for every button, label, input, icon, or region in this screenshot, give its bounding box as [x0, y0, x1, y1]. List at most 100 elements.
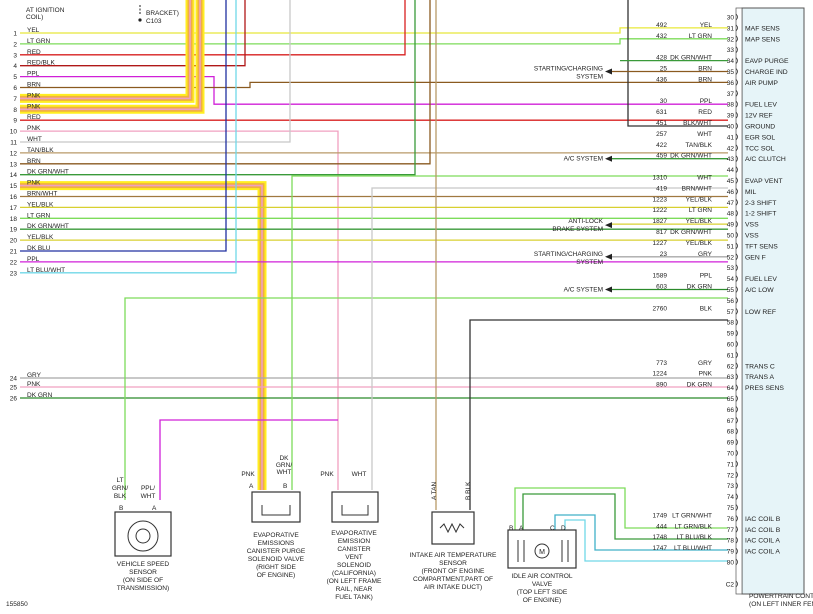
pcm-pin-terminal	[735, 264, 738, 271]
pcm-pin-function: VSS	[745, 222, 759, 229]
pcm-pin-function: IAC COIL A	[745, 549, 780, 556]
pcm-pin-number: 50	[727, 233, 735, 240]
pcm-pin-number: 40	[727, 124, 735, 131]
pcm-wire-color: RED	[698, 109, 712, 116]
left-pin-number: 22	[10, 259, 18, 266]
pcm-wire-color: YEL/BLK	[686, 240, 713, 247]
pcm-wire-color: LT GRN/BLK	[675, 523, 713, 530]
pcm-pin-terminal	[735, 395, 738, 402]
pcm-circuit-number: 23	[660, 251, 668, 258]
left-pin-number: 18	[10, 216, 18, 223]
pcm-pin-terminal	[735, 471, 738, 479]
pcm-pin-number: 32	[727, 36, 735, 43]
pcm-pin-function: 1-2 SHIFT	[745, 211, 776, 218]
pcm-title: (ON LEFT INNER FENDER)	[749, 601, 813, 608]
left-pin-number: 21	[10, 249, 18, 256]
pcm-pin-number: 79	[727, 549, 735, 556]
pcm-pin-number: 66	[727, 407, 735, 414]
vss-body	[114, 511, 172, 557]
pcm-wire-color: PNK	[699, 371, 713, 378]
pcm-pin-terminal	[735, 504, 738, 511]
pcm-pin-number: 47	[727, 200, 735, 207]
purge-caption: EVAPORATIVE	[253, 532, 299, 539]
pcm-wire-color: LT BLU/WHT	[674, 545, 712, 552]
vss-coil	[127, 520, 159, 552]
wire-pin-13	[20, 0, 431, 165]
vent-wire-wht-label: WHT	[352, 471, 367, 478]
pcm-wire-color: PPL	[700, 98, 713, 105]
pcm-pin-number: 52	[727, 254, 735, 261]
ignition-note: AT IGNITION	[26, 7, 65, 14]
pcm-pin-function: TRANS A	[745, 374, 775, 381]
pcm-pin-number: 39	[727, 113, 735, 120]
pcm-pin-terminal	[735, 482, 738, 489]
pcm-pin-function: PRES SENS	[745, 385, 784, 392]
wire-pin-1	[20, 27, 728, 34]
starting-charging-note-2: SYSTEM	[576, 259, 603, 266]
pcm-pin-number: 51	[727, 243, 735, 250]
pcm-circuit-number: 1310	[653, 175, 668, 182]
pcm-pin-terminal	[735, 253, 738, 261]
starting-charging-note-2: STARTING/CHARGING	[534, 251, 603, 258]
pcm-pin-terminal	[735, 220, 738, 228]
vent-caption: EMISSION	[338, 538, 370, 545]
vss-wire-b-label: GRN/	[112, 485, 128, 492]
purge-coil	[261, 505, 291, 516]
pcm-pin-function: EVAP VENT	[745, 178, 783, 185]
iat-thermistor	[439, 522, 465, 534]
arrow-head	[605, 222, 612, 229]
iac-pin-label: D	[561, 525, 566, 532]
wire-pin-6	[20, 81, 728, 89]
pcm-pin-number: 48	[727, 211, 735, 218]
vss-wire-b-label: LT	[116, 477, 123, 484]
pcm-pin-terminal	[735, 460, 738, 468]
vss-caption: (ON SIDE OF	[123, 577, 163, 584]
pcm-pin-terminal	[735, 133, 738, 141]
pcm-pin-terminal	[735, 199, 738, 206]
pcm-wire-color: YEL/BLK	[686, 218, 713, 225]
pcm-pin-terminal	[735, 177, 738, 184]
left-pin-number: 26	[10, 396, 18, 403]
iac-caption: VALVE	[532, 581, 553, 588]
pcm-pin-terminal	[735, 209, 738, 217]
anti-lock-note: BRAKE SYSTEM	[552, 226, 603, 233]
vss-pin-a: A	[152, 505, 157, 512]
pcm-pin-terminal	[735, 329, 738, 337]
purge-wire-b-label: DK	[279, 455, 289, 462]
pcm-pin-terminal	[735, 68, 738, 75]
pcm-circuit-number: 1222	[653, 207, 668, 214]
left-pin-number: 3	[13, 52, 17, 59]
pcm-wire-color: PPL	[700, 273, 713, 280]
pcm-wire-color: BRN/WHT	[682, 185, 712, 192]
pcm-pin-number: 64	[727, 385, 735, 392]
pcm-body	[741, 7, 805, 595]
pcm-pin-terminal	[735, 57, 738, 64]
left-wire-color-label: DK GRN/WHT	[27, 169, 69, 176]
pcm-pin-number: 77	[727, 527, 735, 534]
pcm-pin-function: MIL	[745, 189, 757, 196]
vss-caption: VEHICLE SPEED	[117, 561, 170, 568]
pcm-pin-number: 74	[727, 494, 735, 501]
left-wire-color-label: YEL/BLK	[27, 201, 54, 208]
pcm-pin-terminal	[735, 580, 738, 588]
vent-coil	[341, 505, 369, 516]
pcm-pin-terminal	[735, 286, 738, 293]
left-wire-color-label: PNK	[27, 125, 41, 132]
left-wire-color-label: PNK	[27, 180, 41, 187]
pcm-wire-color: LT BLU/BLK	[676, 534, 712, 541]
pcm-pin-number: 30	[727, 15, 735, 22]
pcm-pin-terminal	[735, 515, 738, 522]
pcm-pin-number: 60	[727, 342, 735, 349]
pcm-pin-function: FUEL LEV	[745, 102, 777, 109]
pcm-pin-number: 34	[727, 58, 735, 65]
pcm-pin-terminal	[735, 547, 738, 555]
pcm-pin-terminal	[735, 100, 738, 108]
pcm-circuit-number: 1748	[653, 534, 668, 541]
wire-pin-8	[20, 0, 201, 111]
iat-caption: AIR INTAKE DUCT)	[424, 584, 483, 591]
pcm-pin-number: 57	[727, 309, 735, 316]
vss-pin-b: B	[119, 505, 123, 512]
pcm-wire-color: WHT	[697, 175, 712, 182]
left-pin-number: 15	[10, 183, 18, 190]
